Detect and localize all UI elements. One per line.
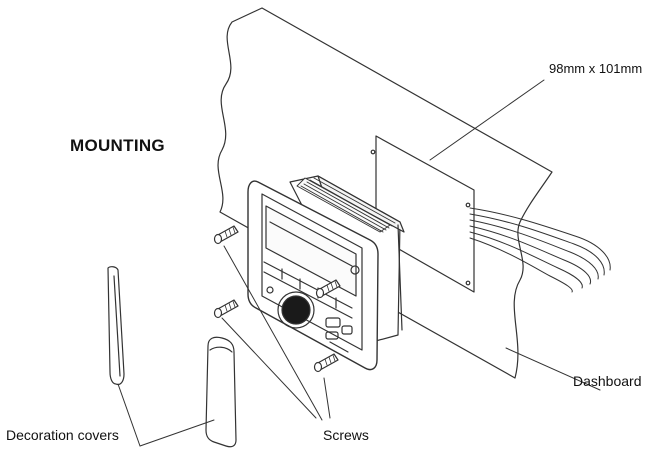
page-title: MOUNTING [70,136,165,155]
cutout-outline [370,135,475,293]
decoration-cover-left [107,266,125,386]
screw-3 [315,279,341,299]
front-panel [247,180,379,371]
leader-lines [117,79,601,447]
decoration-covers-label: Decoration covers [6,427,119,443]
cutout-size-label: 98mm x 101mm [549,61,643,76]
screws-label: Screws [323,427,369,443]
screw-4 [313,353,339,373]
screw-1 [213,225,239,245]
decoration-cover-right [205,336,237,448]
dashboard-label: Dashboard [573,373,642,389]
screw-2 [213,299,239,319]
heatsink-fins [296,175,399,233]
wires [469,207,611,293]
